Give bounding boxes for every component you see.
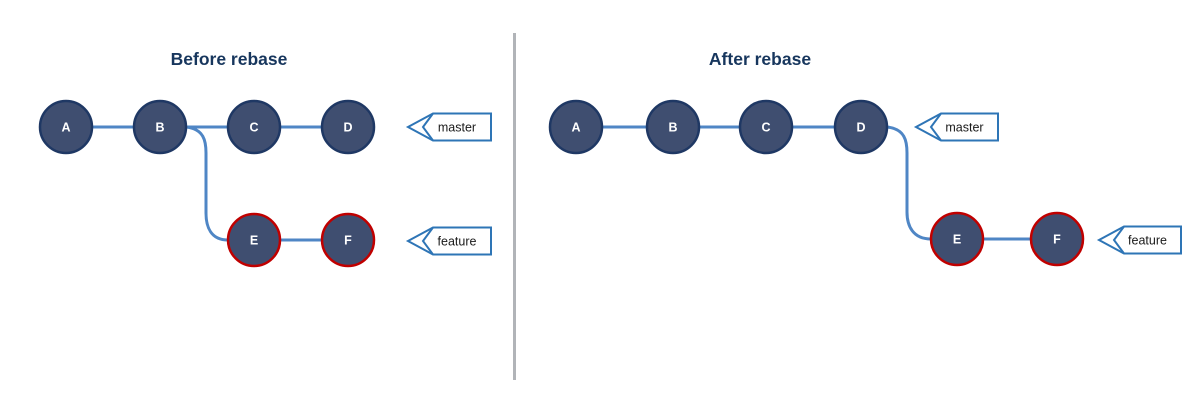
- branch-tag-master: master: [913, 112, 999, 142]
- commit-label-e: E: [953, 233, 961, 247]
- arrow-left-icon: [1112, 225, 1125, 255]
- before-rebase-panel: Before rebase A B C D E F: [38, 49, 492, 268]
- commit-label-d: D: [856, 121, 865, 135]
- commit-node-d: [320, 99, 376, 155]
- commit-node-b: [645, 99, 701, 155]
- commit-label-a: A: [61, 121, 70, 135]
- commit-node-f: [1029, 211, 1085, 267]
- branch-tag-label-master: master: [438, 121, 476, 135]
- arrow-left-icon: [929, 112, 942, 142]
- branch-tag-label-master: master: [945, 121, 983, 135]
- branch-tag-feature: feature: [405, 226, 492, 256]
- commit-label-e: E: [250, 234, 258, 248]
- after-rebase-panel: After rebase A B C D E F: [548, 49, 1182, 267]
- commit-node-a: [548, 99, 604, 155]
- commit-node-c: [738, 99, 794, 155]
- commit-label-a: A: [571, 121, 580, 135]
- commit-label-b: B: [668, 121, 677, 135]
- commit-label-b: B: [155, 121, 164, 135]
- arrow-left-icon: [421, 226, 434, 256]
- branch-tag-feature: feature: [1096, 225, 1182, 255]
- branch-tag-label-feature: feature: [1128, 234, 1167, 248]
- branch-curve-d-e: [886, 125, 932, 241]
- commit-label-c: C: [249, 121, 258, 135]
- panel-title-after-rebase: After rebase: [709, 49, 811, 69]
- commit-node-c: [226, 99, 282, 155]
- arrow-left-icon: [421, 112, 434, 142]
- commit-label-f: F: [344, 234, 352, 248]
- branch-tag-label-feature: feature: [438, 235, 477, 249]
- commit-label-f: F: [1053, 233, 1061, 247]
- commit-node-f: [320, 212, 376, 268]
- commit-node-e: [929, 211, 985, 267]
- branch-tag-master: master: [405, 112, 492, 142]
- commit-node-e: [226, 212, 282, 268]
- panel-title-before-rebase: Before rebase: [171, 49, 288, 69]
- commit-node-d: [833, 99, 889, 155]
- commit-node-b: [132, 99, 188, 155]
- commit-label-d: D: [343, 121, 352, 135]
- branch-curve-b-e: [185, 125, 229, 242]
- commit-label-c: C: [761, 121, 770, 135]
- commit-node-a: [38, 99, 94, 155]
